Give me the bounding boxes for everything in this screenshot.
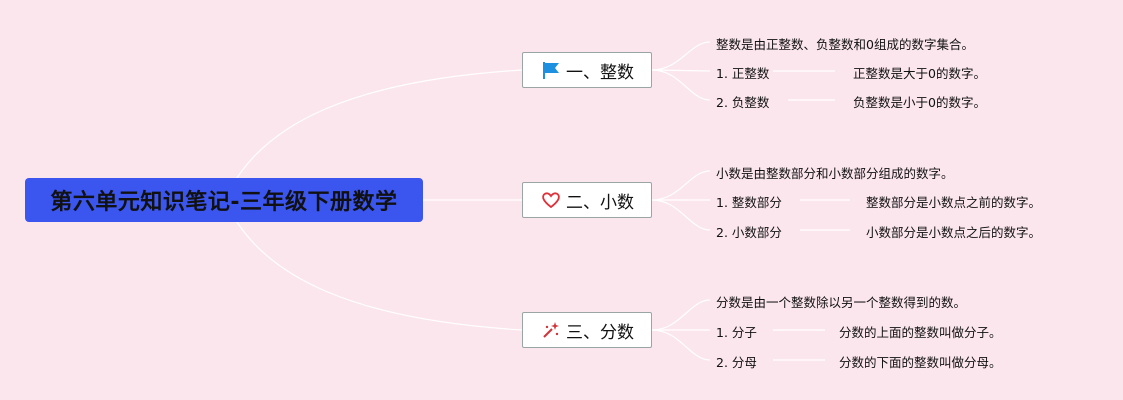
leaf-denominator[interactable]: 2. 分母 [716,355,757,370]
sparkle-wand-icon [540,319,562,341]
branch-fractions[interactable]: 三、分数 [522,312,652,348]
flag-icon [540,59,562,81]
branch-label: 二、小数 [566,192,634,213]
desc-denominator: 分数的下面的整数叫做分母。 [839,355,1002,370]
branch-integers[interactable]: 一、整数 [522,52,652,88]
desc-negative-integer: 负整数是小于0的数字。 [853,95,986,110]
summary-integers: 整数是由正整数、负整数和0组成的数字集合。 [716,37,974,52]
root-title: 第六单元知识笔记-三年级下册数学 [50,190,398,215]
branch-label: 一、整数 [566,62,634,83]
desc-decimal-part: 小数部分是小数点之后的数字。 [866,225,1042,240]
leaf-numerator[interactable]: 1. 分子 [716,325,757,340]
branch-label: 三、分数 [566,322,634,343]
branch-decimals[interactable]: 二、小数 [522,182,652,218]
desc-integer-part: 整数部分是小数点之前的数字。 [866,195,1042,210]
leaf-integer-part[interactable]: 1. 整数部分 [716,195,782,210]
summary-decimals: 小数是由整数部分和小数部分组成的数字。 [716,166,954,181]
desc-positive-integer: 正整数是大于0的数字。 [853,66,986,81]
root-topic[interactable]: 第六单元知识笔记-三年级下册数学 [25,178,423,222]
heart-icon [540,189,562,211]
leaf-decimal-part[interactable]: 2. 小数部分 [716,225,782,240]
desc-numerator: 分数的上面的整数叫做分子。 [839,325,1002,340]
leaf-positive-integer[interactable]: 1. 正整数 [716,66,770,81]
leaf-negative-integer[interactable]: 2. 负整数 [716,95,770,110]
summary-fractions: 分数是由一个整数除以另一个整数得到的数。 [716,295,967,310]
